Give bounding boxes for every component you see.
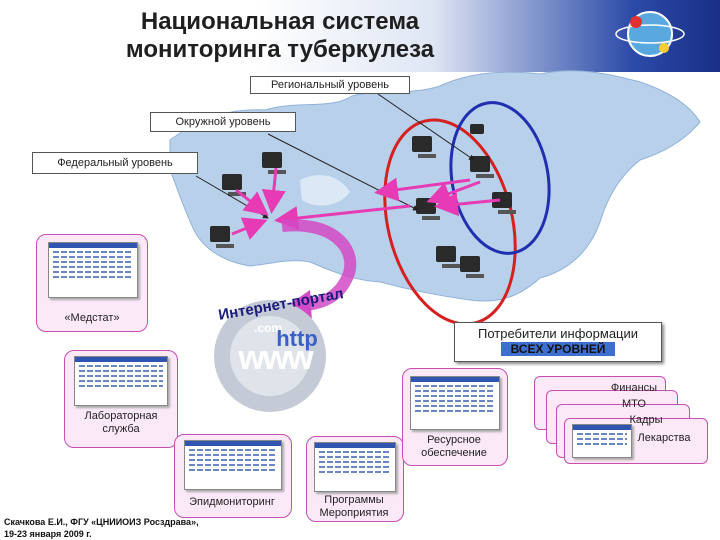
footer-line-1: Скачкова Е.И., ФГУ «ЦНИИОИЗ Росздрава», (4, 517, 199, 527)
portal-www: www (238, 339, 313, 377)
epid-screenshot (184, 440, 282, 490)
resource-label-line-2: обеспечение (421, 447, 487, 459)
consumers-line-2: ВСЕХ УРОВНЕЙ (500, 342, 616, 356)
programs-label-line-1: Программы (324, 494, 384, 506)
resource-label: Ресурсное обеспечение (404, 434, 504, 460)
programs-label: Программы Мероприятия (304, 494, 404, 520)
stack-staff: Кадры (629, 414, 663, 426)
medstat-screenshot (48, 242, 138, 298)
computer-icon (222, 174, 246, 196)
stack-screenshot (572, 424, 632, 458)
page-title: Национальная система мониторинга туберку… (80, 8, 480, 64)
computer-icon (210, 226, 234, 248)
title-line-1: Национальная система (140, 8, 420, 35)
computer-icon (436, 246, 460, 268)
footer-credit: Скачкова Е.И., ФГУ «ЦНИИОИЗ Росздрава», … (4, 516, 199, 540)
map-water (300, 175, 350, 206)
computer-icon (460, 256, 484, 278)
footer-line-2: 19-23 января 2009 г. (4, 529, 92, 539)
portal-arrow (281, 219, 357, 312)
consumers-line-1: Потребители информации (477, 326, 639, 341)
regional-pointer (377, 93, 475, 161)
computer-icon (412, 136, 436, 158)
computers (210, 124, 516, 278)
data-flow-arrows (231, 167, 501, 240)
computer-icon (470, 156, 494, 178)
resource-label-line-1: Ресурсное (427, 434, 481, 446)
portal-com: .com (253, 321, 282, 335)
computer-icon (470, 124, 484, 134)
epid-label: Эпидмониторинг (189, 496, 275, 508)
stack-finance: Финансы (610, 382, 658, 394)
district-level-label: Окружной уровень (150, 112, 296, 132)
stack-drugs: Лекарства (637, 432, 691, 444)
stack-mto: МТО (622, 398, 646, 410)
internet-portal-badge (214, 300, 326, 412)
title-line-2: мониторинга туберкулеза (125, 36, 435, 63)
lab-label-line-1: Лабораторная (84, 410, 158, 422)
computer-icon (492, 192, 516, 214)
resource-screenshot (410, 376, 500, 430)
programs-screenshot (314, 442, 396, 492)
regional-level-label: Региональный уровень (250, 76, 410, 94)
lab-label: Лабораторная служба (66, 410, 176, 436)
programs-label-line-2: Мероприятия (319, 507, 389, 519)
header-band (0, 0, 720, 72)
federal-level-label: Федеральный уровень (32, 152, 198, 174)
lab-label-line-2: служба (102, 423, 140, 435)
lab-screenshot (74, 356, 168, 406)
consumers-box: Потребители информации ВСЕХ УРОВНЕЙ (454, 322, 662, 362)
globe-logo-icon (615, 11, 685, 57)
portal-http: http (276, 326, 318, 351)
medstat-label: «Медстат» (64, 312, 120, 324)
